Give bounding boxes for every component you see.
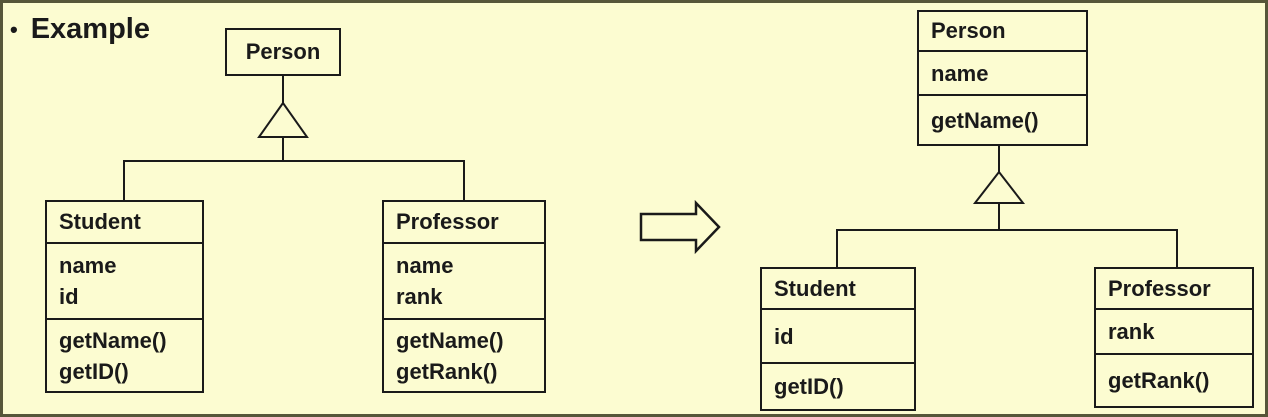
method: getRank() xyxy=(1108,368,1210,393)
class-attributes: id xyxy=(762,308,914,362)
class-box-person-after: Person name getName() xyxy=(917,10,1088,146)
slide-title-text: Example xyxy=(30,13,150,45)
class-box-professor-after: Professor rank getRank() xyxy=(1094,267,1254,408)
class-box-student-after: Student id getID() xyxy=(760,267,916,411)
class-attributes: name id xyxy=(47,242,202,318)
method: getRank() xyxy=(396,358,498,384)
class-name: Student xyxy=(59,209,141,234)
class-box-person-before: Person xyxy=(225,28,341,76)
class-methods: getName() xyxy=(919,94,1086,144)
inheritance-triangle-icon xyxy=(972,170,1026,204)
slide-title: • Example xyxy=(10,12,150,47)
class-attributes: rank xyxy=(1096,308,1252,353)
method: getID() xyxy=(774,374,844,399)
attribute: rank xyxy=(396,284,443,309)
class-methods: getName() getRank() xyxy=(384,318,544,391)
class-name: Student xyxy=(774,275,856,301)
class-box-professor-before: Professor name rank getName() getRank() xyxy=(382,200,546,393)
branch-line xyxy=(836,229,1178,267)
inheritance-triangle-icon xyxy=(257,101,309,138)
class-box-student-before: Student name id getName() getID() xyxy=(45,200,204,393)
class-methods: getRank() xyxy=(1096,353,1252,406)
attribute: name xyxy=(931,60,989,86)
attribute: name xyxy=(59,253,117,278)
attribute: name xyxy=(396,253,454,278)
class-methods: getName() getID() xyxy=(47,318,202,391)
method: getName() xyxy=(396,327,504,353)
method: getName() xyxy=(59,327,167,353)
class-attributes: name xyxy=(919,50,1086,94)
class-attributes: name rank xyxy=(384,242,544,318)
class-name: Person xyxy=(245,39,321,64)
class-name: Professor xyxy=(1108,275,1211,301)
class-methods: getID() xyxy=(762,362,914,409)
bullet-icon: • xyxy=(10,17,18,43)
method: getName() xyxy=(931,107,1039,133)
attribute: id xyxy=(774,323,794,349)
transform-arrow-icon xyxy=(639,199,721,255)
branch-line xyxy=(123,160,465,200)
class-name: Professor xyxy=(396,209,499,234)
method: getID() xyxy=(59,358,129,384)
attribute: id xyxy=(59,284,79,309)
class-name: Person xyxy=(931,18,1006,43)
attribute: rank xyxy=(1108,319,1155,344)
